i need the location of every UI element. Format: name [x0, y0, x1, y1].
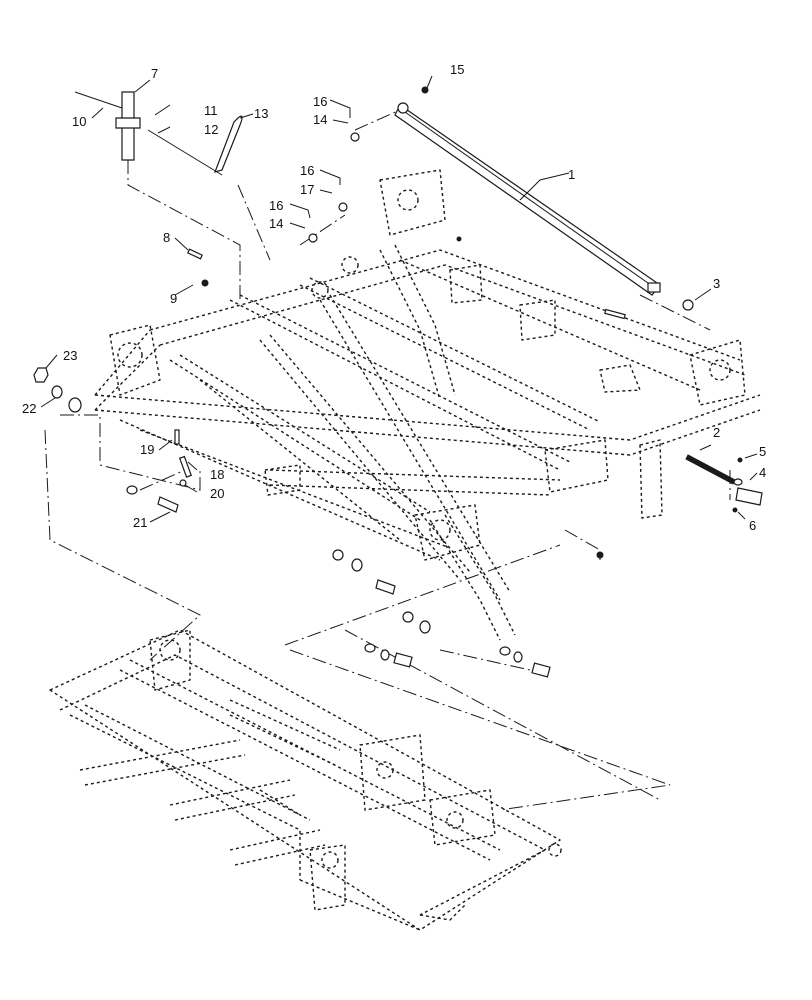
callout-1: 1	[568, 167, 575, 182]
callout-22: 22	[22, 401, 36, 416]
callout-19: 19	[140, 442, 154, 457]
callout-12: 12	[204, 122, 218, 137]
part-7-bracket	[74, 91, 141, 161]
callout-20: 20	[210, 486, 224, 501]
callout-8: 8	[163, 230, 170, 245]
callout-17: 17	[300, 182, 314, 197]
callout-16-b: 16	[300, 163, 314, 178]
lower-frame	[49, 629, 562, 931]
callout-3: 3	[713, 276, 720, 291]
main-frame	[94, 169, 761, 641]
callout-4: 4	[759, 465, 766, 480]
callout-23: 23	[63, 348, 77, 363]
callout-7: 7	[151, 66, 158, 81]
callout-11: 11	[204, 103, 218, 118]
callout-labels: 1 2 3 4 5 6 7 8 9 10 11 12 13 14 15 16 1…	[22, 62, 766, 533]
callout-2: 2	[713, 425, 720, 440]
callout-14-upper: 14	[313, 112, 327, 127]
leader-lines	[40, 75, 758, 523]
callout-18: 18	[210, 467, 224, 482]
callout-16-a: 16	[313, 94, 327, 109]
callout-9: 9	[170, 291, 177, 306]
part-2-threaded-rod	[685, 454, 743, 486]
callout-13: 13	[254, 106, 268, 121]
callout-5: 5	[759, 444, 766, 459]
callout-6: 6	[749, 518, 756, 533]
part-13-latch	[147, 115, 243, 176]
callout-15: 15	[450, 62, 464, 77]
callout-21: 21	[133, 515, 147, 530]
part-4-block	[735, 487, 763, 506]
hardware	[33, 86, 743, 678]
part-1-bar	[394, 102, 661, 296]
callout-14-lower: 14	[269, 216, 283, 231]
callout-10: 10	[72, 114, 86, 129]
callout-16-c: 16	[269, 198, 283, 213]
assembly-centerlines	[44, 109, 731, 811]
